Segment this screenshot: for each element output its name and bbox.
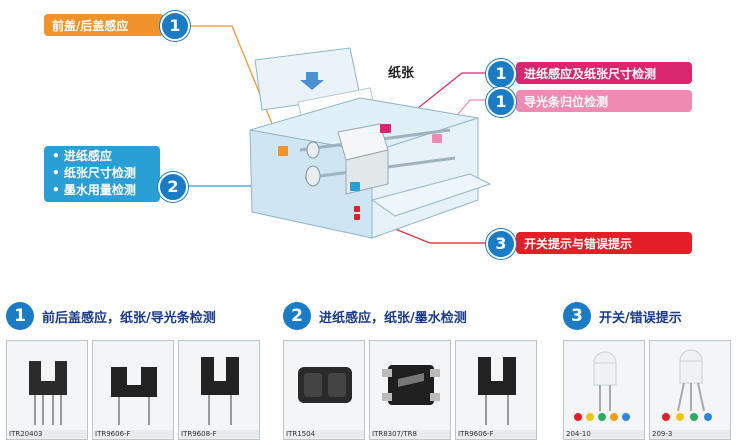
product-name: ITR8307/TR8: [372, 430, 450, 438]
product-card[interactable]: ITR1504: [283, 340, 365, 440]
section-3-badge: 3: [563, 302, 591, 330]
section-1-title: 前后盖感应，纸张/导光条检测: [42, 311, 216, 326]
badge-light-guide: 1: [486, 87, 516, 117]
cover-sensing-text: 前盖/后盖感应: [52, 19, 129, 33]
smd-sensor-icon: [382, 365, 440, 405]
blue-item-paper-feed: • 进纸感应: [52, 149, 112, 163]
paper-size-text: 进纸感应及纸张尺寸检测: [524, 67, 657, 81]
printer-body: [249, 47, 492, 239]
product-name: 204-10: [566, 430, 644, 438]
photo-interrupter-icon: [29, 361, 67, 425]
blue-item-ink-level: • 墨水用量检测: [52, 183, 136, 197]
label-paper-size-detection: 进纸感应及纸张尺寸检测: [516, 62, 692, 84]
product-name: 209-3: [652, 430, 730, 438]
section-2-badge: 2: [283, 302, 311, 330]
product-card[interactable]: ITR9608-F: [178, 340, 260, 440]
label-blue-group: • 进纸感应 • 纸张尺寸检测 • 墨水用量检测: [44, 146, 160, 202]
badge-blue: 2: [158, 172, 188, 202]
photo-interrupter-icon: [201, 357, 239, 425]
product-card[interactable]: 204-10: [563, 340, 645, 440]
section-1-badge: 1: [6, 302, 34, 330]
label-switch-error: 开关提示与错误提示: [516, 232, 692, 254]
paper-label: 纸张: [388, 66, 415, 81]
section-2: 2 进纸感应，纸张/墨水检测 ITR1504 ITR8307/TR8 ITR96…: [283, 302, 545, 442]
product-name: ITR9606-F: [458, 430, 536, 438]
product-name: ITR1504: [286, 430, 364, 438]
blue-item-paper-size: • 纸张尺寸检测: [52, 166, 136, 180]
section-1: 1 前后盖感应，纸张/导光条检测 ITR20403 ITR9606-F IT: [6, 302, 268, 442]
product-card[interactable]: 209-3: [649, 340, 731, 440]
label-cover-sensing: 前盖/后盖感应: [44, 14, 164, 36]
section-3: 3 开关/错误提示 204-10 209-3: [563, 302, 735, 442]
product-card[interactable]: ITR8307/TR8: [369, 340, 451, 440]
product-card[interactable]: ITR9606-F: [455, 340, 537, 440]
photo-interrupter-icon: [111, 367, 157, 425]
section-3-title: 开关/错误提示: [599, 311, 682, 326]
reflective-sensor-icon: [298, 367, 352, 403]
label-light-guide-detection: 导光条归位检测: [516, 90, 692, 112]
section-2-title: 进纸感应，纸张/墨水检测: [319, 311, 467, 326]
led-icon: [662, 349, 712, 421]
badge-cover: 1: [160, 11, 190, 41]
led-icon: [574, 351, 630, 421]
switch-error-text: 开关提示与错误提示: [524, 237, 633, 251]
product-name: ITR9608-F: [181, 430, 259, 438]
product-name: ITR20403: [9, 430, 87, 438]
printer-illustration: [188, 25, 492, 244]
badge-switch: 3: [486, 229, 516, 259]
product-card[interactable]: ITR9606-F: [92, 340, 174, 440]
product-card[interactable]: ITR20403: [6, 340, 88, 440]
printer-diagram: 纸张 前盖/后盖感应 1 进纸感应及纸张尺寸检测 1 导光条归位检测 1 • 进…: [44, 11, 692, 259]
photo-interrupter-icon: [478, 357, 516, 425]
product-name: ITR9606-F: [95, 430, 173, 438]
badge-paper-size: 1: [486, 59, 516, 89]
light-guide-text: 导光条归位检测: [524, 95, 609, 109]
